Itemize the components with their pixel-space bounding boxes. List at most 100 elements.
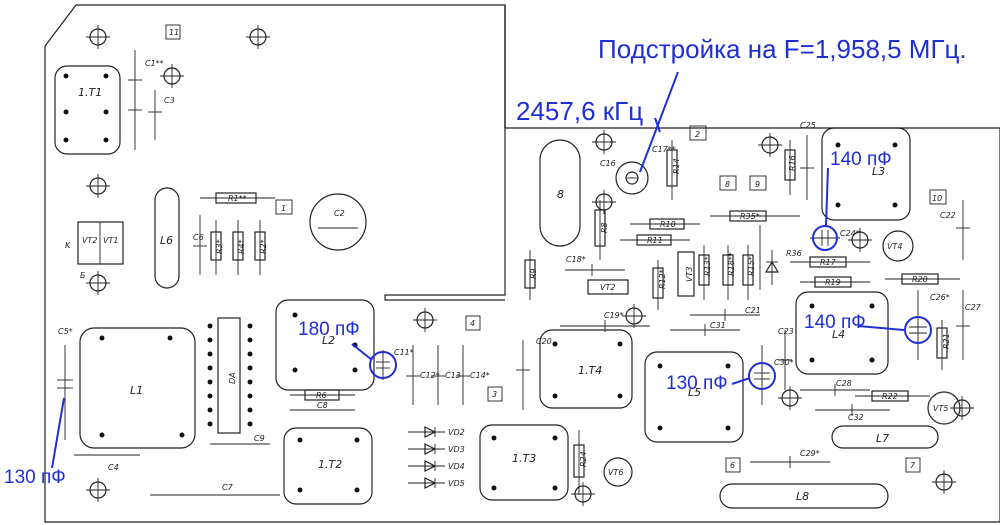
capacitor-c28: C28 xyxy=(800,379,870,396)
pad-2 xyxy=(689,125,707,141)
pad-k-label: K xyxy=(65,241,71,250)
c25-label: C25 xyxy=(800,121,816,130)
capacitor-c26: C26* xyxy=(904,290,950,360)
c13-label: C13 xyxy=(445,371,461,380)
vd5-label: VD5 xyxy=(448,479,465,488)
c26-label: C26* xyxy=(930,293,950,302)
capacitor-c2: C2 xyxy=(309,193,367,251)
inductor-l6: L6 xyxy=(154,187,180,289)
c24-label: C24* xyxy=(840,229,860,238)
pad-7-label: 7 xyxy=(910,461,916,470)
l6-label: L6 xyxy=(160,234,173,247)
pad-9 xyxy=(749,175,767,191)
crystal-label: 8 xyxy=(557,188,564,201)
r18-label: R18** xyxy=(727,252,736,276)
resistor-r11: R11 xyxy=(620,234,690,246)
transistor-vt4: VT4 xyxy=(882,230,914,262)
resistor-r17: R17 xyxy=(790,256,870,268)
capacitor-c18: C18* xyxy=(565,255,625,276)
t2-label: 1.T2 xyxy=(318,458,342,471)
c29-label: C29* xyxy=(800,449,820,458)
pad-9-label: 9 xyxy=(755,180,760,189)
crystal-frequency-annotation: 2457,6 кГц xyxy=(516,96,644,126)
pad-b-label: Б xyxy=(80,271,86,280)
transformer-t2: 1.T2 xyxy=(283,427,373,505)
board-cutout-fill xyxy=(506,2,1000,126)
r21-label: R21 xyxy=(942,333,951,349)
resistor-r12: R12* xyxy=(652,260,667,310)
capacitor-c30: C30* xyxy=(748,345,794,405)
l4-label: L4 xyxy=(832,328,845,341)
board-cutout xyxy=(384,5,506,301)
vt1-label: VT1 xyxy=(103,236,118,245)
c11-value-annotation: 180 пФ xyxy=(298,319,360,340)
pad-10-label: 10 xyxy=(932,194,942,203)
resistor-r14: R14 xyxy=(666,140,681,200)
resistor-r9: R9 xyxy=(524,250,538,300)
diode-d xyxy=(764,250,780,285)
transformer-t4: 1.T4 xyxy=(539,329,633,409)
r4-label: R4* xyxy=(237,239,246,254)
vd2-label: VD2 xyxy=(448,428,465,437)
r19-label: R19 xyxy=(825,278,841,287)
da-label: DA xyxy=(228,372,237,384)
r36-label: R36 xyxy=(786,249,802,258)
inductor-l1: L1 xyxy=(79,327,196,449)
board-outline-main xyxy=(44,4,1000,523)
c19-label: C19* xyxy=(604,311,624,320)
pad-2-label: 2 xyxy=(695,130,700,139)
t3-label: 1.T3 xyxy=(512,452,536,465)
resistor-r1: R1** 1 xyxy=(200,192,293,215)
resistor-r35: R35* xyxy=(710,210,800,222)
r11-label: R11 xyxy=(647,236,663,245)
r10-label: R10 xyxy=(660,220,676,229)
resistor-r19: R19 xyxy=(800,276,870,288)
pad-3 xyxy=(487,386,503,402)
pad-6-label: 6 xyxy=(730,461,735,470)
capacitor-c9: C9 xyxy=(210,434,270,445)
capacitor-c7: C7 xyxy=(150,483,280,496)
pad-11-label: 11 xyxy=(169,28,179,37)
transistors-vt1-vt2: VT2 VT1 K Б xyxy=(65,221,124,280)
c16-label: C16 xyxy=(600,159,616,168)
transformer-t3: 1.T3 xyxy=(479,424,569,501)
resistor-r2: R2* xyxy=(254,220,268,275)
transistor-vt2-block: VT2 xyxy=(587,279,629,295)
resistor-r22: R22 xyxy=(855,390,930,402)
l5-label: L5 xyxy=(688,386,701,399)
pad-4 xyxy=(465,315,481,331)
r24-label: R24 xyxy=(579,451,588,467)
pad-8-label: 8 xyxy=(725,180,730,189)
c30-value-annotation: 130 пФ xyxy=(666,373,728,394)
capacitor-c1: C1** xyxy=(128,50,164,150)
t1-label: 1.T1 xyxy=(78,86,102,99)
l8-label: L8 xyxy=(796,490,809,503)
c5-value-annotation: 130 пФ xyxy=(4,467,66,488)
vt2-label: VT2 xyxy=(82,236,97,245)
l2-label: L2 xyxy=(322,334,335,347)
capacitor-c31: C31 xyxy=(670,321,740,336)
capacitor-c6: C6 xyxy=(193,215,207,275)
capacitor-c14: C14* xyxy=(456,345,490,405)
capacitor-c20: C20 xyxy=(516,337,552,410)
capacitor-c13: C13 xyxy=(431,345,461,405)
t4-label: 1.T4 xyxy=(578,364,602,377)
capacitor-c3: C3 xyxy=(148,90,175,140)
resistor-r20: R20 xyxy=(885,273,960,285)
c7-label: C7 xyxy=(222,483,234,492)
inductor-l2: L2 xyxy=(275,299,375,391)
trimmer-capacitor-c16: C16 C17** xyxy=(600,145,676,195)
r35-label: R35* xyxy=(740,212,760,221)
c6-label: C6 xyxy=(193,233,204,242)
resistor-r10: R10 xyxy=(630,218,700,230)
vt4-label: VT4 xyxy=(887,242,902,251)
resistor-r15: R15* xyxy=(742,245,756,300)
c11-label: C11* xyxy=(394,348,414,357)
pad-8 xyxy=(719,175,737,191)
r6-label: R6 xyxy=(316,391,327,400)
c12-label: C12* xyxy=(420,371,440,380)
ic-da: DA xyxy=(207,317,253,434)
r9-label: R9 xyxy=(529,268,538,279)
c30-label: C30* xyxy=(774,358,794,367)
vt3-label: VT3 xyxy=(685,267,694,282)
